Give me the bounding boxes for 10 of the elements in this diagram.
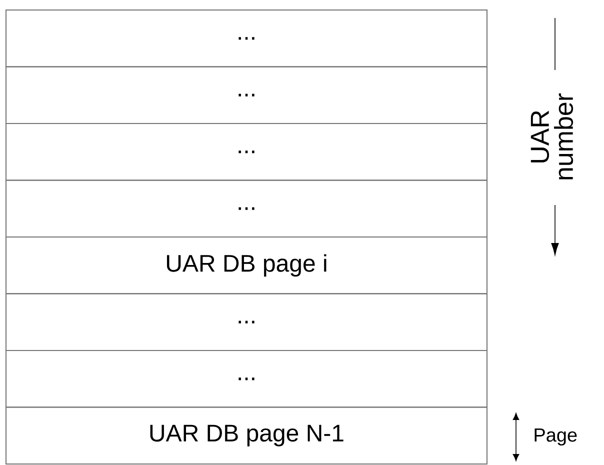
table-row: ... — [6, 123, 488, 181]
table-row: ... — [6, 66, 488, 124]
table-row: ... — [6, 350, 488, 408]
table-row: ... — [6, 180, 488, 238]
table-row: ... — [6, 293, 488, 351]
axis-label: UAR number — [530, 93, 574, 180]
dimension-label: Page — [534, 428, 577, 446]
table-row: UAR DB page i — [6, 236, 488, 294]
table-row: ... — [6, 10, 488, 68]
table-row: UAR DB page N-1 — [6, 406, 488, 464]
